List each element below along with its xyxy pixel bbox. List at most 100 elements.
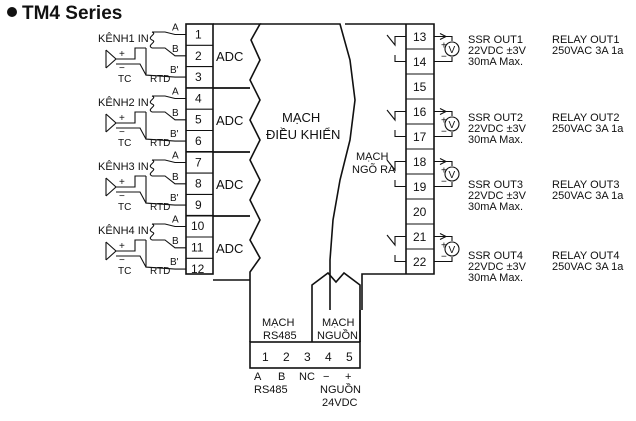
- voltmeter-icon: [444, 241, 460, 257]
- ssr-minus-sign: −: [441, 127, 447, 138]
- bottom-pin-number: 1: [262, 350, 269, 364]
- rtd-coil-icon: [149, 223, 155, 241]
- arrow-icon: [439, 233, 448, 240]
- voltmeter-symbol: V: [449, 170, 456, 181]
- bottom-label-rs485: RS485: [254, 384, 288, 396]
- relay-contact-icon: [386, 34, 406, 63]
- diagram-title: TM4 Series: [22, 3, 122, 24]
- title-bullet: [7, 7, 17, 17]
- ssr-output-voltage: 22VDC ±3V: [468, 123, 527, 135]
- ssr-output-current: 30mA Max.: [468, 201, 523, 213]
- relay-output-rating: 250VAC 3A 1a: [552, 261, 624, 273]
- output-pin-number: 15: [413, 80, 427, 94]
- arrow-icon: [439, 33, 448, 40]
- wire-label-b: B: [172, 44, 179, 55]
- wire-b: [152, 47, 186, 57]
- control-label-2: ĐIỀU KHIỂN: [266, 127, 340, 142]
- tc-plus-sign: +: [119, 241, 125, 252]
- ssr-output-voltage: 22VDC ±3V: [468, 45, 527, 57]
- wire-a: [152, 95, 186, 100]
- channel-input-label: KÊNH4 IN: [98, 224, 149, 237]
- ssr-plus-sign: +: [441, 116, 447, 127]
- wire-label-a: A: [172, 151, 179, 162]
- rtd-label: RTD: [150, 74, 170, 85]
- bottom-pin-number: 5: [346, 350, 353, 364]
- voltmeter-symbol: V: [449, 245, 456, 256]
- input-pin-number: 7: [195, 155, 202, 169]
- channel-input-label: KÊNH3 IN: [98, 160, 149, 173]
- output-section-outline: [345, 23, 435, 310]
- input-pin-number: 1: [195, 28, 202, 42]
- rs485-label-2: RS485: [263, 330, 297, 342]
- relay-output-title: RELAY OUT2: [552, 112, 619, 124]
- wire-label-b: B: [172, 108, 179, 119]
- tc-plus-sign: +: [119, 177, 125, 188]
- tc-minus-sign: −: [119, 63, 125, 74]
- input-pin-number: 5: [195, 113, 202, 127]
- rs485-label-1: MẠCH: [262, 317, 294, 329]
- wire-label-b: B: [172, 172, 179, 183]
- rtd-label: RTD: [150, 138, 170, 149]
- output-pin-number: 21: [413, 230, 427, 244]
- ssr-output-voltage: 22VDC ±3V: [468, 190, 527, 202]
- wire-b: [152, 175, 186, 185]
- relay-output-title: RELAY OUT4: [552, 250, 619, 262]
- relay-output-rating: 250VAC 3A 1a: [552, 123, 624, 135]
- bottom-terminal-block: [249, 341, 361, 369]
- wire-bp: [145, 240, 186, 270]
- tc-minus-sign: −: [119, 191, 125, 202]
- voltmeter-symbol: V: [449, 45, 456, 56]
- output-pin-number: 20: [413, 205, 427, 219]
- tc-label: TC: [118, 74, 131, 85]
- ssr-output-wire: [434, 160, 453, 188]
- rtd-label: RTD: [150, 266, 170, 277]
- rtd-label: RTD: [150, 202, 170, 213]
- wire-label-bprime: B': [170, 65, 179, 76]
- ssr-output-wire: [434, 110, 453, 138]
- thermocouple-icon: [105, 239, 147, 268]
- output-pin-number: 19: [413, 180, 427, 194]
- ssr-output-title: SSR OUT2: [468, 112, 523, 124]
- input-pin-number: 2: [195, 49, 202, 63]
- ssr-plus-sign: +: [441, 166, 447, 177]
- output-pin-number: 22: [413, 255, 427, 269]
- input-pin-number: 12: [191, 262, 205, 276]
- arrow-icon: [439, 108, 448, 115]
- adc-label: ADC: [216, 241, 243, 256]
- ssr-plus-sign: +: [441, 241, 447, 252]
- rtd-coil-icon: [149, 95, 155, 113]
- bottom-pin-number: 4: [325, 350, 332, 364]
- tc-plus-sign: +: [119, 113, 125, 124]
- bottom-term-plus: +: [345, 371, 351, 383]
- output-label-1: MẠCH: [356, 151, 388, 163]
- input-pin-number: 9: [195, 198, 202, 212]
- wire-label-b: B: [172, 236, 179, 247]
- input-pin-number: 6: [195, 134, 202, 148]
- thermocouple-icon: [105, 47, 147, 76]
- wire-label-a: A: [172, 215, 179, 226]
- relay-output-rating: 250VAC 3A 1a: [552, 45, 624, 57]
- relay-output-rating: 250VAC 3A 1a: [552, 190, 624, 202]
- bottom-pin-number: 2: [283, 350, 290, 364]
- control-output-divider: [329, 23, 356, 310]
- arrow-icon: [439, 158, 448, 165]
- thermocouple-icon: [105, 111, 147, 140]
- bottom-label-24vdc: 24VDC: [322, 397, 358, 409]
- relay-contact-icon: [386, 159, 406, 188]
- output-label-2: NGÕ RA: [352, 163, 396, 176]
- wire-label-bprime: B': [170, 129, 179, 140]
- output-pin-number: 16: [413, 105, 427, 119]
- tc-minus-sign: −: [119, 255, 125, 266]
- relay-contact-icon: [386, 109, 406, 138]
- adc-block: [213, 215, 250, 281]
- bottom-pin-number: 3: [304, 350, 311, 364]
- control-label-1: MẠCH: [282, 110, 320, 125]
- tc-label: TC: [118, 202, 131, 213]
- ssr-output-current: 30mA Max.: [468, 134, 523, 146]
- wire-a: [152, 159, 186, 164]
- bottom-label-power: NGUỒN: [320, 383, 361, 396]
- output-pin-number: 13: [413, 30, 427, 44]
- wire-a: [152, 31, 186, 36]
- ssr-minus-sign: −: [441, 252, 447, 263]
